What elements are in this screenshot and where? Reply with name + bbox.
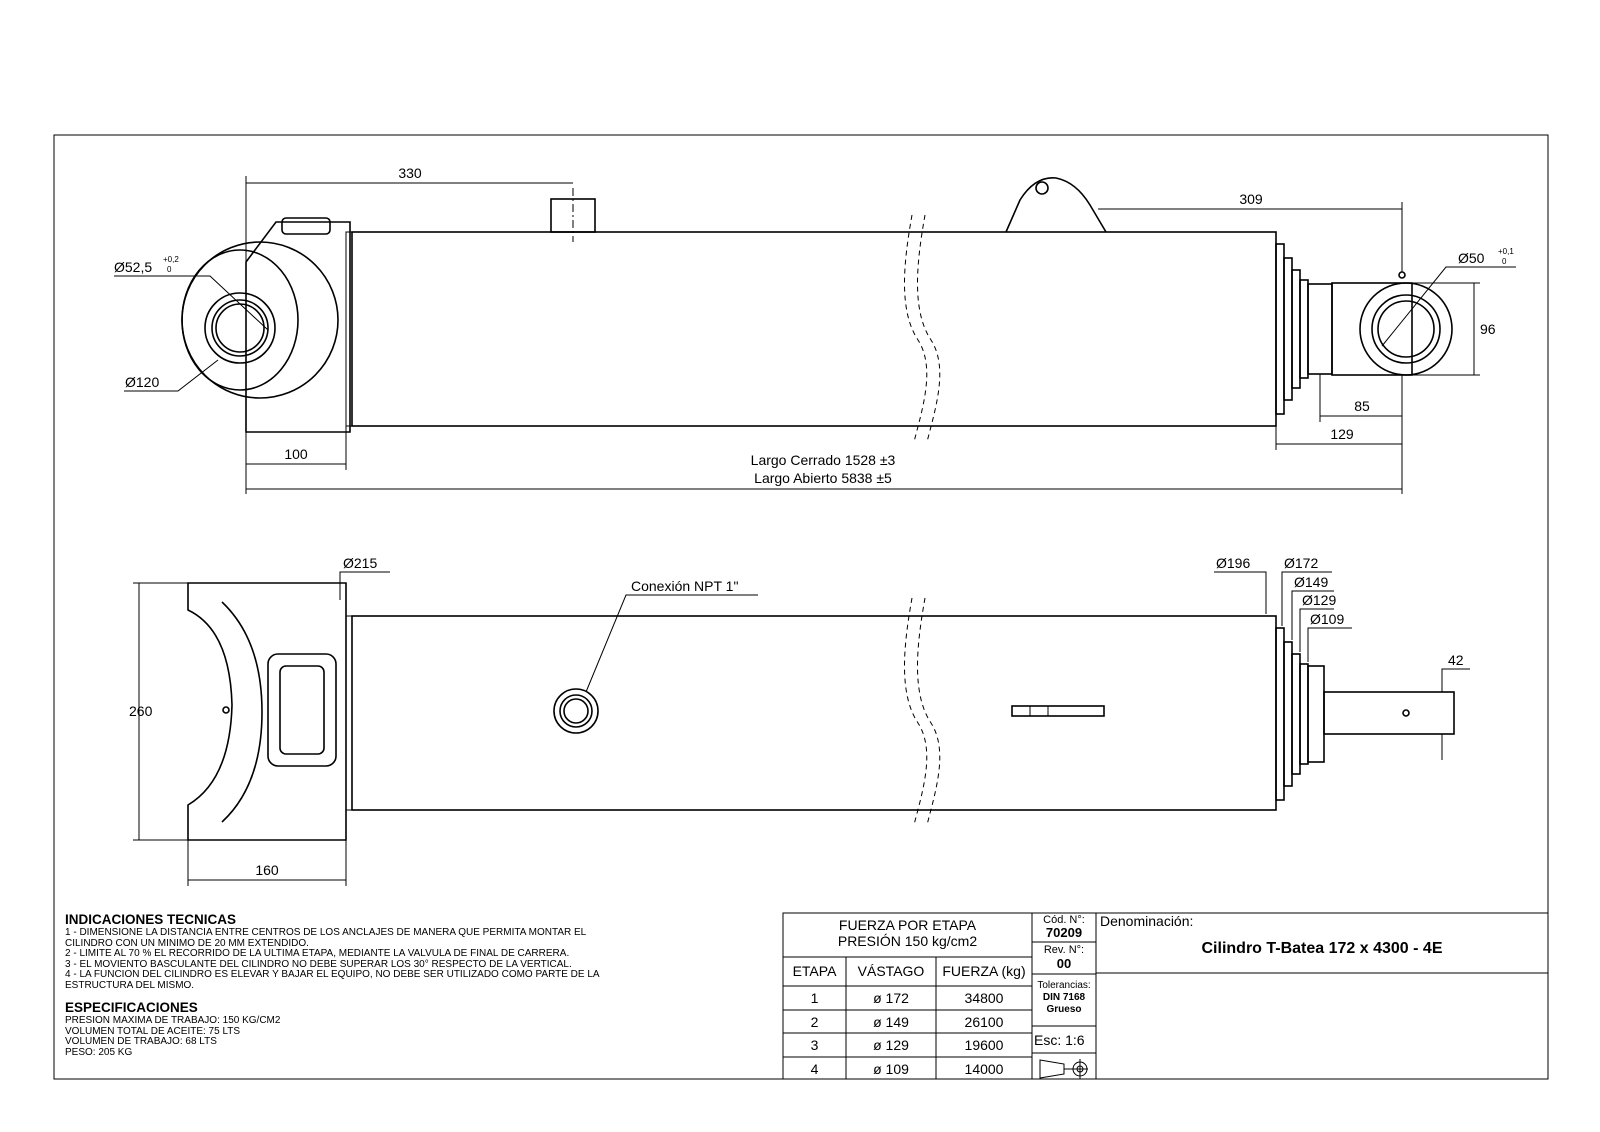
front-pin-bore [1371, 294, 1441, 364]
tech-line: 3 - EL MOVIENTO BASCULANTE DEL CILINDRO … [65, 958, 572, 970]
header-vastago: VÁSTAGO [857, 963, 925, 979]
dim-100: 100 [284, 446, 308, 462]
table-cell: 26100 [964, 1014, 1004, 1030]
dim-129b: Ø129 [1302, 592, 1336, 608]
piston-rod [1323, 691, 1455, 735]
dim-172: Ø172 [1284, 555, 1318, 571]
tol-class: Grueso [1046, 1004, 1082, 1015]
dim-85: 85 [1354, 398, 1370, 414]
dim-rear-pin-tol-top: +0,2 [163, 255, 179, 264]
tech-line: ESTRUCTURA DEL MISMO. [65, 979, 195, 991]
force-title-line2: PRESIÓN 150 kg/cm2 [837, 933, 978, 949]
dim-96: 96 [1480, 321, 1496, 337]
side-view: Conexión NPT 1" Ø215 Ø196 Ø172 Ø149 Ø129… [129, 555, 1470, 886]
rear-mount-window [267, 653, 337, 767]
table-cell: ø 129 [873, 1037, 909, 1053]
dim-rear-pin-tol-bot: 0 [167, 265, 172, 274]
cylinder-barrel-side [351, 615, 1277, 811]
tech-line: 2 - LIMITE AL 70 % EL RECORRIDO DE LA UL… [65, 948, 570, 959]
table-cell: ø 149 [873, 1014, 909, 1030]
top-view: 330 309 Ø52,5 +0,2 0 Ø120 100 Largo Cerr… [114, 165, 1516, 494]
table-cell: 2 [810, 1014, 819, 1030]
table-cell: 3 [810, 1037, 819, 1053]
denomination-label: Denominación: [1100, 913, 1194, 929]
spec-title: ESPECIFICACIONES [65, 1000, 198, 1015]
lifting-lug-side [1011, 705, 1105, 717]
rear-mount-body [245, 221, 351, 433]
table-cell: ø 172 [873, 990, 909, 1006]
tol-label: Tolerancias: [1037, 980, 1091, 991]
rev-label: Rev. N°: [1043, 944, 1085, 956]
tech-line: 1 - DIMENSIONE LA DISTANCIA ENTRE CENTRO… [65, 927, 587, 938]
code-label: Cód. N°: [1043, 914, 1085, 926]
tech-title: INDICACIONES TECNICAS [65, 912, 237, 927]
spec-line: VOLUMEN TOTAL DE ACEITE: 75 LTS [65, 1025, 241, 1037]
table-cell: 19600 [964, 1037, 1004, 1053]
spec-line: VOLUMEN DE TRABAJO: 68 LTS [65, 1036, 217, 1047]
title-block-lines [782, 912, 1549, 1080]
table-cell: ø 109 [873, 1061, 909, 1077]
table-cell: 14000 [964, 1061, 1004, 1077]
open-length: Largo Abierto 5838 ±5 [754, 470, 892, 486]
dim-260: 260 [129, 703, 153, 719]
dim-215: Ø215 [343, 555, 377, 571]
rear-pin-bore [204, 292, 276, 364]
front-eye [1331, 282, 1413, 376]
dim-109: Ø109 [1310, 611, 1344, 627]
dim-42: 42 [1448, 652, 1464, 668]
dim-rear-eye: Ø120 [125, 374, 159, 390]
dim-309: 309 [1239, 191, 1263, 207]
tolerances: Tolerancias: DIN 7168 Grueso [1032, 980, 1096, 1016]
tol-standard: DIN 7168 [1042, 992, 1086, 1003]
tech-line: CILINDRO CON UN MINIMO DE 20 MM EXTENDID… [65, 937, 309, 949]
npt-label: Conexión NPT 1" [631, 578, 738, 594]
dim-front-pin-tol-bot: 0 [1502, 257, 1507, 266]
table-cell: 1 [810, 990, 819, 1006]
table-cell: 34800 [964, 990, 1004, 1006]
cylinder-barrel [351, 231, 1277, 427]
technical-notes: INDICACIONES TECNICAS 1 - DIMENSIONE LA … [65, 912, 745, 1058]
spec-line: PRESION MAXIMA DE TRABAJO: 150 KG/CM2 [65, 1015, 281, 1026]
lifting-lug [1005, 177, 1107, 233]
force-title-line1: FUERZA POR ETAPA [838, 917, 977, 933]
revision: 00 [1056, 956, 1072, 971]
rear-mount-side [187, 582, 347, 841]
dim-front-pin-tol-top: +0,1 [1498, 247, 1514, 256]
dim-330: 330 [398, 165, 422, 181]
denomination: Cilindro T-Batea 172 x 4300 - 4E [1201, 940, 1443, 957]
table-cell: 4 [810, 1061, 819, 1077]
dim-149: Ø149 [1294, 574, 1328, 590]
scale: Esc: 1:6 [1034, 1032, 1085, 1048]
dim-129: 129 [1330, 426, 1354, 442]
closed-length: Largo Cerrado 1528 ±3 [751, 452, 896, 468]
tech-line: 4 - LA FUNCION DEL CILINDRO ES ELEVAR Y … [65, 969, 600, 980]
drawing-code: 70209 [1045, 925, 1083, 940]
spec-line: PESO: 205 KG [65, 1046, 133, 1058]
projection-symbol-icon [1039, 1059, 1088, 1079]
force-table-title: FUERZA POR ETAPA PRESIÓN 150 kg/cm2 [783, 917, 1032, 949]
dim-160: 160 [255, 862, 279, 878]
header-fuerza: FUERZA (kg) [942, 963, 1026, 979]
npt-port [553, 688, 599, 734]
dim-rear-pin: Ø52,5 [114, 259, 152, 275]
header-etapa: ETAPA [792, 963, 837, 979]
dim-front-pin: Ø50 [1458, 250, 1485, 266]
dim-196: Ø196 [1216, 555, 1250, 571]
